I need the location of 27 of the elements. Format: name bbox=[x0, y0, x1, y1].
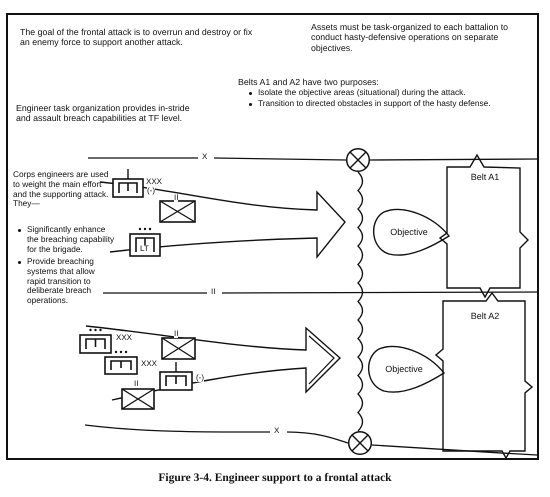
symbol-label: XXX bbox=[116, 334, 132, 342]
symbol-label: XXX bbox=[146, 178, 162, 186]
symbol-label: (-) bbox=[196, 374, 204, 382]
symbol-label: X bbox=[202, 153, 208, 161]
symbol-label: II bbox=[174, 194, 178, 202]
note-text: Engineer task organization provides in-stride and assault breach capabilities at TF level. bbox=[16, 103, 191, 124]
note-text: Assets must be task-organized to each battalion to conduct hasty-defensive operations on separate objectives. bbox=[311, 22, 510, 54]
bullet-note: Provide breaching systems that allow rapid transition to deliberate breach operations. bbox=[27, 257, 96, 306]
note-text: Belts A1 and A2 have two purposes: bbox=[238, 77, 380, 88]
note-text: The goal of the frontal attack is to overrun and destroy or fix an enemy force to support another attack. bbox=[20, 27, 254, 48]
symbol-label: II bbox=[174, 330, 178, 338]
obstacle-line bbox=[357, 172, 364, 432]
bullet-note: Significantly enhance the breaching capability for the brigade. bbox=[27, 225, 115, 254]
symbol-label: LT bbox=[140, 245, 149, 253]
belt-label: Belt A2 bbox=[470, 311, 500, 321]
objective-label: Objective bbox=[385, 364, 423, 374]
note-text: Corps engineers are used to weight the main effort and the supporting attack. They— bbox=[13, 170, 109, 210]
belt-label: Belt A1 bbox=[470, 172, 500, 182]
objective-label: Objective bbox=[390, 227, 428, 237]
bullet-note: Transition to directed obstacles in support of the hasty defense. bbox=[258, 99, 492, 109]
symbol-label: (-) bbox=[147, 187, 155, 195]
symbol-label: II bbox=[211, 288, 216, 296]
symbol-label: X bbox=[274, 427, 280, 435]
bullet-note: Isolate the objective areas (situational) during the attack. bbox=[258, 88, 467, 98]
figure-caption: Figure 3-4. Engineer support to a frontal attack bbox=[157, 472, 393, 484]
symbol-label: II bbox=[134, 380, 138, 388]
symbol-label: XXX bbox=[141, 360, 158, 368]
